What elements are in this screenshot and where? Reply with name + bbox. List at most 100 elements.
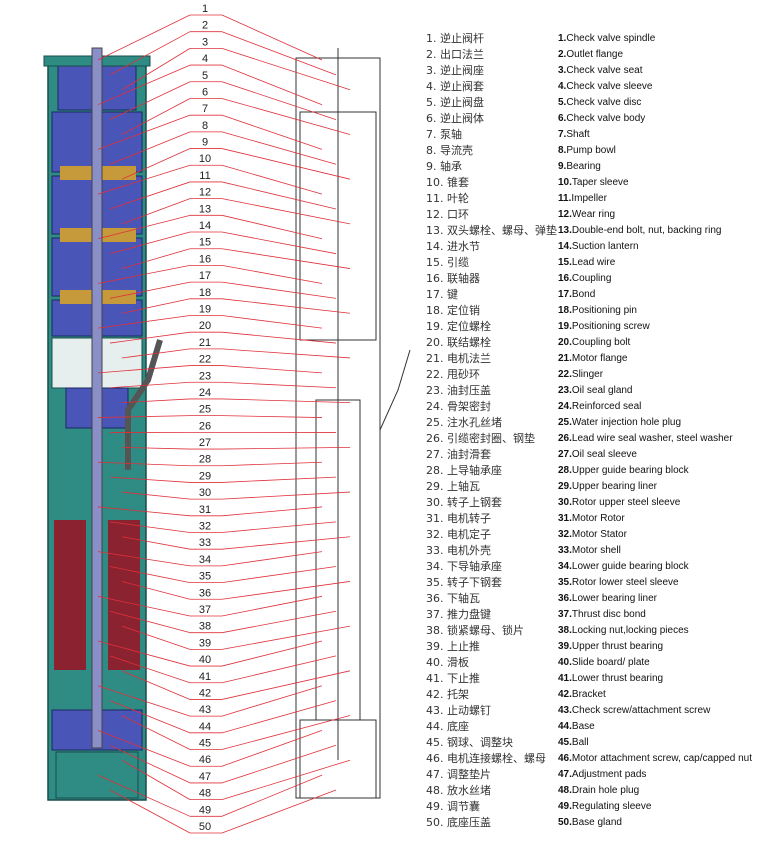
legend-zh: 29. 上轴瓦	[426, 480, 480, 493]
legend-en: 50.Base gland	[558, 817, 622, 828]
legend-zh: 40. 滑板	[426, 656, 469, 669]
leader-line-right	[221, 461, 323, 467]
stator-right	[108, 520, 140, 670]
callout-number: 20	[199, 320, 211, 332]
legend-en: 28.Upper guide bearing block	[558, 465, 689, 476]
leader-line-right	[221, 31, 337, 76]
leader-line-left	[97, 640, 191, 667]
legend-en: 9.Bearing	[558, 161, 601, 172]
legend-zh: 41. 下止推	[426, 672, 480, 685]
legend-row: 28. 上导轴承座 28.Upper guide bearing block	[426, 463, 782, 479]
callout-number: 23	[199, 370, 211, 382]
legend-zh: 2. 出口法兰	[426, 48, 484, 61]
leader-line-right	[221, 700, 337, 734]
legend-en: 15.Lead wire	[558, 257, 616, 268]
leader-line-right	[221, 148, 351, 180]
legend-row: 20. 联结螺栓 20.Coupling bolt	[426, 335, 782, 351]
leader-line-right	[221, 281, 337, 299]
legend-zh: 50. 底座压盖	[426, 816, 491, 829]
callout-number: 48	[199, 788, 211, 800]
leader-line-right	[221, 331, 337, 344]
legend-zh: 26. 引缆密封圈、钢垫	[426, 432, 535, 445]
callout-number: 37	[199, 604, 211, 616]
legend-zh: 27. 油封滑套	[426, 448, 491, 461]
lead-wire	[125, 339, 163, 470]
leader-line-left	[97, 14, 191, 61]
leader-line-left	[97, 365, 191, 374]
legend-en: 20.Coupling bolt	[558, 337, 631, 348]
leader-line-right	[221, 298, 351, 314]
callout-number: 13	[199, 203, 211, 215]
callout-number: 38	[199, 621, 211, 633]
callout-number: 8	[202, 120, 208, 132]
legend-zh: 31. 电机转子	[426, 512, 491, 525]
leader-line-right	[221, 214, 323, 240]
legend-zh: 14. 进水节	[426, 240, 480, 253]
legend-en: 32.Motor Stator	[558, 529, 627, 540]
legend-zh: 7. 泵轴	[426, 128, 462, 141]
legend-zh: 20. 联结螺栓	[426, 336, 491, 349]
leader-line-left	[97, 315, 191, 329]
callout-number: 1	[202, 3, 208, 15]
legend-zh: 6. 逆止阀体	[426, 112, 484, 125]
legend-en: 41.Lower thrust bearing	[558, 673, 664, 684]
leader-line-left	[121, 491, 191, 500]
callout-numbers: 1234567891011121314151617181920212223242…	[199, 3, 211, 833]
callout-number: 27	[199, 437, 211, 449]
callout-number: 22	[199, 354, 211, 366]
legend-en: 2.Outlet flange	[558, 49, 624, 60]
legend-en: 44.Base	[558, 721, 595, 732]
leader-line-right	[221, 581, 351, 600]
leader-line-left	[109, 476, 191, 483]
leader-line-left	[121, 536, 191, 550]
legend-en: 45.Ball	[558, 737, 589, 748]
leader-line-right	[221, 198, 351, 225]
leader-line-left	[109, 744, 191, 784]
legend-en: 47.Adjustment pads	[558, 769, 647, 780]
legend-en: 6.Check valve body	[558, 113, 646, 124]
legend-en: 37.Thrust disc bond	[558, 609, 646, 620]
legend-en: 19.Positioning screw	[558, 321, 650, 332]
legend-zh: 38. 锁紧螺母、锁片	[426, 624, 524, 637]
leader-line-left	[109, 610, 191, 634]
legend-zh: 24. 骨架密封	[426, 400, 491, 413]
callout-number: 2	[202, 20, 208, 32]
leader-line-right	[221, 730, 323, 767]
legend-en: 3.Check valve seat	[558, 65, 643, 76]
legend-zh: 34. 下导轴承座	[426, 560, 502, 573]
legend-zh: 48. 放水丝堵	[426, 784, 491, 797]
legend-en: 21.Motor flange	[558, 353, 628, 364]
leader-line-left	[97, 685, 191, 717]
legend-zh: 8. 导流壳	[426, 144, 473, 157]
leader-line-left	[109, 655, 191, 684]
callout-number: 15	[199, 237, 211, 249]
callout-number: 12	[199, 187, 211, 199]
base-gland	[55, 751, 139, 799]
callout-number: 32	[199, 521, 211, 533]
legend-row: 41. 下止推 41.Lower thrust bearing	[426, 671, 782, 687]
legend-en: 7.Shaft	[558, 129, 590, 140]
legend-zh: 46. 电机连接螺栓、螺母	[426, 752, 546, 765]
callout-number: 19	[199, 303, 211, 315]
legend-zh: 43. 止动螺钉	[426, 704, 491, 717]
leader-line-left	[121, 198, 191, 225]
legend-row: 6. 逆止阀体 6.Check valve body	[426, 111, 782, 127]
legend-en: 29.Upper bearing liner	[558, 481, 657, 492]
legend-row: 50. 底座压盖 50.Base gland	[426, 815, 782, 831]
callout-number: 29	[199, 470, 211, 482]
legend-zh: 28. 上导轴承座	[426, 464, 502, 477]
leader-line-right	[221, 131, 337, 165]
